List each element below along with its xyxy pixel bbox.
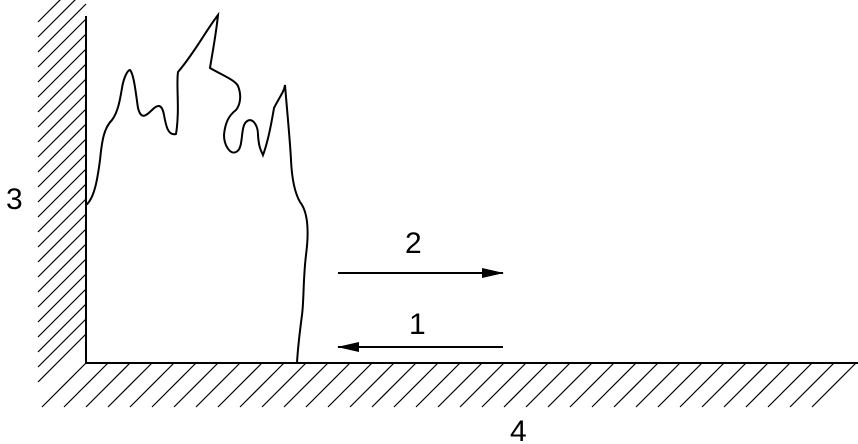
floor-hatch-mark — [327, 362, 373, 408]
wall-hatch-mark — [37, 153, 87, 203]
floor-hatch-mark — [569, 362, 615, 408]
wall-hatch-mark — [37, 213, 87, 263]
floor-hatch-mark — [63, 362, 109, 408]
wall-hatch-mark — [37, 303, 87, 353]
floor-hatch-mark — [789, 362, 835, 408]
floor-hatch-mark — [41, 362, 87, 408]
wall-hatch-mark — [37, 288, 87, 338]
floor-hatch-mark — [503, 362, 549, 408]
floor-hatch-mark — [305, 362, 351, 408]
floor-hatch-mark — [547, 362, 593, 408]
floor-hatch-mark — [481, 362, 527, 408]
wall-hatch-mark — [37, 3, 87, 53]
label-arrow-left: 1 — [409, 308, 426, 341]
wall-hatch-mark — [37, 63, 87, 113]
floor-hatch-mark — [767, 362, 813, 408]
floor-hatch-mark — [525, 362, 571, 408]
wall-hatch-mark — [37, 138, 87, 188]
wall-hatch-mark — [37, 33, 87, 83]
flame-outline — [85, 11, 309, 364]
floor-hatch-mark — [371, 362, 417, 408]
wall-hatch-mark — [37, 93, 87, 143]
floor-hatch-mark — [459, 362, 505, 408]
floor-hatch-mark — [107, 362, 153, 408]
wall-hatch-mark — [37, 318, 87, 368]
floor-hatch-mark — [283, 362, 329, 408]
floor-hatch-mark — [745, 362, 791, 408]
floor-hatch-mark — [261, 362, 307, 408]
floor-hatch-mark — [217, 362, 263, 408]
floor-hatch-mark — [811, 362, 857, 408]
wall-hatch-mark — [37, 168, 87, 218]
floor-hatch-mark — [173, 362, 219, 408]
wall-hatch-mark — [37, 108, 87, 158]
wall-hatch-mark — [37, 18, 87, 68]
wall-hatch-mark — [37, 243, 87, 293]
wall-hatch-mark — [37, 78, 87, 128]
floor-hatch-mark — [195, 362, 241, 408]
floor-hatch-mark — [613, 362, 659, 408]
wall-hatch-mark — [37, 228, 87, 278]
floor-hatch-mark — [85, 362, 131, 408]
wall-hatch-mark — [37, 183, 87, 233]
floor-hatch-mark — [415, 362, 461, 408]
wall-hatch-mark — [37, 258, 87, 308]
floor-hatch-mark — [129, 362, 175, 408]
floor-hatching — [41, 362, 857, 408]
floor-hatch-mark — [701, 362, 747, 408]
wall-hatch-mark — [37, 123, 87, 173]
wall-hatch-mark — [37, 198, 87, 248]
label-arrow-right: 2 — [405, 227, 422, 260]
wall-hatch-mark — [37, 0, 76, 38]
floor-hatch-mark — [657, 362, 703, 408]
label-wall: 3 — [6, 183, 23, 216]
floor-hatch-mark — [591, 362, 637, 408]
label-floor: 4 — [510, 415, 527, 444]
wall-hatch-mark — [37, 0, 61, 23]
floor-hatch-mark — [635, 362, 681, 408]
floor-hatch-mark — [151, 362, 197, 408]
floor-hatch-mark — [679, 362, 725, 408]
floor-hatch-mark — [393, 362, 439, 408]
floor-hatch-mark — [723, 362, 769, 408]
wall-hatch-mark — [37, 48, 87, 98]
wall-hatch-mark — [37, 273, 87, 323]
floor-hatch-mark — [239, 362, 285, 408]
wall-hatch-mark — [37, 333, 87, 383]
floor-hatch-mark — [349, 362, 395, 408]
wall-hatching — [37, 0, 87, 383]
floor-hatch-mark — [437, 362, 483, 408]
